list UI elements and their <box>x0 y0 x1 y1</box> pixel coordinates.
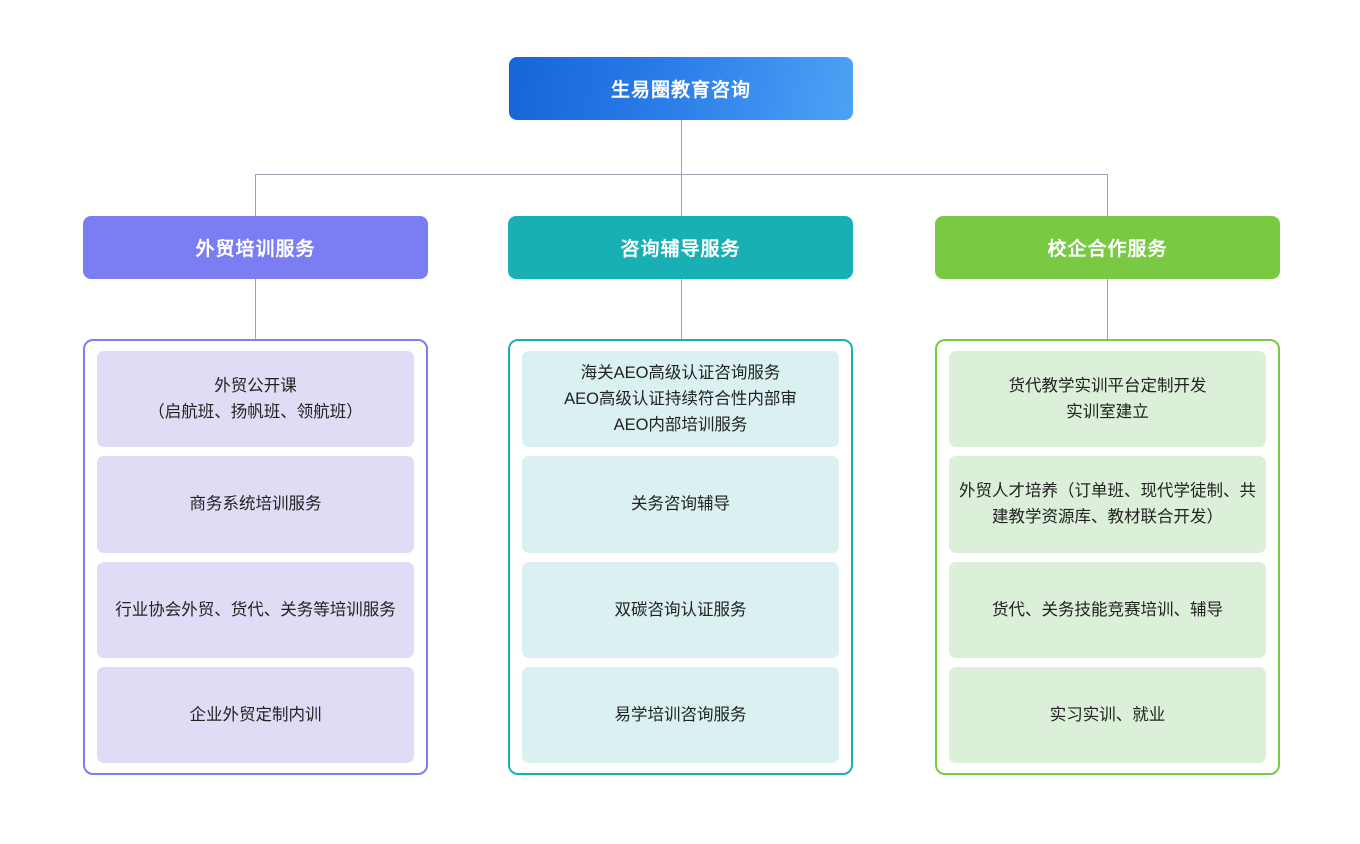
leaf-item-label: 商务系统培训服务 <box>189 495 322 514</box>
category-header-zixun-fudao[interactable]: 咨询辅导服务 <box>508 216 853 279</box>
leaf-item-label: 双碳咨询认证服务 <box>614 600 747 619</box>
leaf-item-label: 行业协会外贸、货代、关务等培训服务 <box>115 600 396 619</box>
connector-root-stem <box>681 120 682 174</box>
group-container-waimao-peixun: 外贸公开课 （启航班、扬帆班、领航班） 商务系统培训服务 行业协会外贸、货代、关… <box>83 339 428 775</box>
leaf-item[interactable]: 实习实训、就业 <box>949 666 1266 763</box>
leaf-item[interactable]: 企业外贸定制内训 <box>97 666 414 763</box>
leaf-item[interactable]: 外贸公开课 （启航班、扬帆班、领航班） <box>97 351 414 448</box>
group-container-zixun-fudao: 海关AEO高级认证咨询服务 AEO高级认证持续符合性内部审 AEO内部培训服务 … <box>508 339 853 775</box>
connector-leg-branch-1 <box>255 174 256 216</box>
leaf-item-label: 企业外贸定制内训 <box>189 705 322 724</box>
leaf-item[interactable]: 易学培训咨询服务 <box>522 666 839 763</box>
leaf-item-label: 外贸公开课 （启航班、扬帆班、领航班） <box>148 377 363 422</box>
leaf-item-label: 关务咨询辅导 <box>631 495 730 514</box>
leaf-item[interactable]: 外贸人才培养（订单班、现代学徒制、共建教学资源库、教材联合开发） <box>949 456 1266 553</box>
connector-leg-branch-2 <box>681 174 682 216</box>
connector-header-to-group-1 <box>255 279 256 339</box>
leaf-item[interactable]: 双碳咨询认证服务 <box>522 561 839 658</box>
leaf-item-label: 海关AEO高级认证咨询服务 AEO高级认证持续符合性内部审 AEO内部培训服务 <box>564 364 797 435</box>
leaf-item[interactable]: 海关AEO高级认证咨询服务 AEO高级认证持续符合性内部审 AEO内部培训服务 <box>522 351 839 448</box>
leaf-item-label: 货代教学实训平台定制开发 实训室建立 <box>1008 377 1207 422</box>
leaf-item[interactable]: 关务咨询辅导 <box>522 456 839 553</box>
category-header-label: 校企合作服务 <box>1047 239 1168 260</box>
leaf-item-label: 货代、关务技能竞赛培训、辅导 <box>992 600 1223 619</box>
leaf-item-label: 实习实训、就业 <box>1049 705 1166 724</box>
leaf-item-label: 易学培训咨询服务 <box>614 705 747 724</box>
category-header-label: 咨询辅导服务 <box>620 239 741 260</box>
connector-header-to-group-2 <box>681 279 682 339</box>
category-header-label: 外贸培训服务 <box>195 239 316 260</box>
connector-leg-branch-3 <box>1107 174 1108 216</box>
leaf-item[interactable]: 商务系统培训服务 <box>97 456 414 553</box>
leaf-item[interactable]: 货代、关务技能竞赛培训、辅导 <box>949 561 1266 658</box>
category-header-xiaoqi-hezuo[interactable]: 校企合作服务 <box>935 216 1280 279</box>
connector-header-to-group-3 <box>1107 279 1108 339</box>
leaf-item[interactable]: 货代教学实训平台定制开发 实训室建立 <box>949 351 1266 448</box>
leaf-item[interactable]: 行业协会外贸、货代、关务等培训服务 <box>97 561 414 658</box>
group-container-xiaoqi-hezuo: 货代教学实训平台定制开发 实训室建立 外贸人才培养（订单班、现代学徒制、共建教学… <box>935 339 1280 775</box>
root-node-label: 生易圈教育咨询 <box>610 80 751 101</box>
category-header-waimao-peixun[interactable]: 外贸培训服务 <box>83 216 428 279</box>
root-node[interactable]: 生易圈教育咨询 <box>509 57 853 120</box>
leaf-item-label: 外贸人才培养（订单班、现代学徒制、共建教学资源库、教材联合开发） <box>959 482 1256 527</box>
